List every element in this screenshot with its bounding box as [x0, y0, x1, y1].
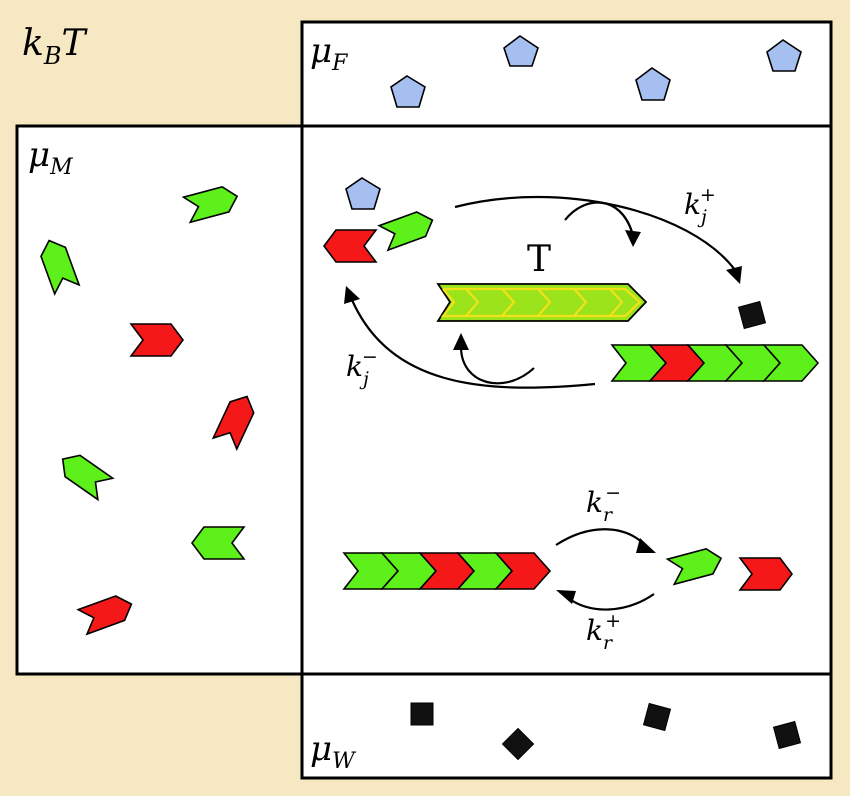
red-monomer — [211, 395, 255, 452]
fuel-molecules — [345, 35, 802, 210]
red-monomer — [323, 229, 378, 263]
green-monomer — [40, 239, 81, 296]
template-label: T — [527, 239, 551, 280]
arrowhead — [344, 286, 360, 304]
template-chevron — [501, 288, 516, 317]
kj-plus-label: kj+ — [684, 184, 716, 228]
thermal-energy-label: kBT — [22, 23, 88, 70]
join-forward-arrow — [454, 196, 736, 271]
red-monomer — [129, 323, 184, 357]
join-backward-arrow — [350, 299, 596, 389]
green-monomer — [377, 211, 434, 252]
red-polymer-unit — [494, 552, 552, 590]
fuel-consumed-arrow — [564, 201, 634, 233]
waste-molecule — [642, 702, 672, 732]
monomer-potential-label: μM — [28, 135, 73, 180]
green-polymer-unit — [762, 344, 820, 382]
waste-molecule — [410, 702, 434, 726]
template-chevrons — [465, 288, 624, 317]
fuel-molecule — [766, 39, 802, 72]
template-chevron — [573, 288, 588, 317]
waste-potential-label: μW — [310, 729, 357, 774]
reaction-arrows — [344, 196, 742, 611]
red-monomer — [738, 557, 793, 591]
arrowhead — [453, 333, 469, 350]
kj-minus-label: kj− — [346, 346, 378, 390]
arrowhead — [556, 590, 576, 604]
green-monomer — [191, 526, 246, 560]
template-chevron — [609, 288, 624, 317]
waste-molecules — [410, 300, 802, 761]
kr-plus-label: kr+ — [586, 610, 621, 654]
fuel-molecule — [390, 75, 426, 108]
monomer-reservoir — [15, 124, 304, 676]
template-outline — [440, 287, 642, 318]
template-polymer — [436, 283, 648, 322]
break-backward-arrow — [567, 593, 655, 611]
break-forward-arrow — [555, 528, 646, 546]
arrowhead — [726, 266, 742, 284]
fuel-reservoir — [300, 20, 833, 128]
waste-reservoir — [300, 672, 833, 780]
free-monomers — [40, 185, 793, 636]
waste-molecule — [737, 300, 767, 330]
fuel-molecule — [635, 67, 671, 101]
fuel-molecule — [503, 35, 539, 67]
template-chevron — [465, 288, 480, 317]
green-monomer — [61, 454, 115, 502]
green-monomer — [181, 185, 239, 224]
waste-molecule — [501, 727, 535, 761]
fuel-released-arrow — [459, 347, 535, 385]
arrowhead — [625, 230, 641, 247]
fuel-molecule — [345, 177, 381, 210]
red-monomer — [76, 595, 133, 636]
kr-minus-label: kr− — [586, 482, 621, 526]
arrowhead — [636, 538, 656, 553]
green-monomer — [665, 547, 723, 586]
fuel-potential-label: μF — [310, 31, 348, 76]
waste-molecule — [772, 720, 802, 750]
free-polymer — [342, 552, 552, 590]
polymer-on-template — [610, 344, 820, 382]
template-body — [436, 283, 648, 322]
template-chevron — [537, 288, 552, 317]
